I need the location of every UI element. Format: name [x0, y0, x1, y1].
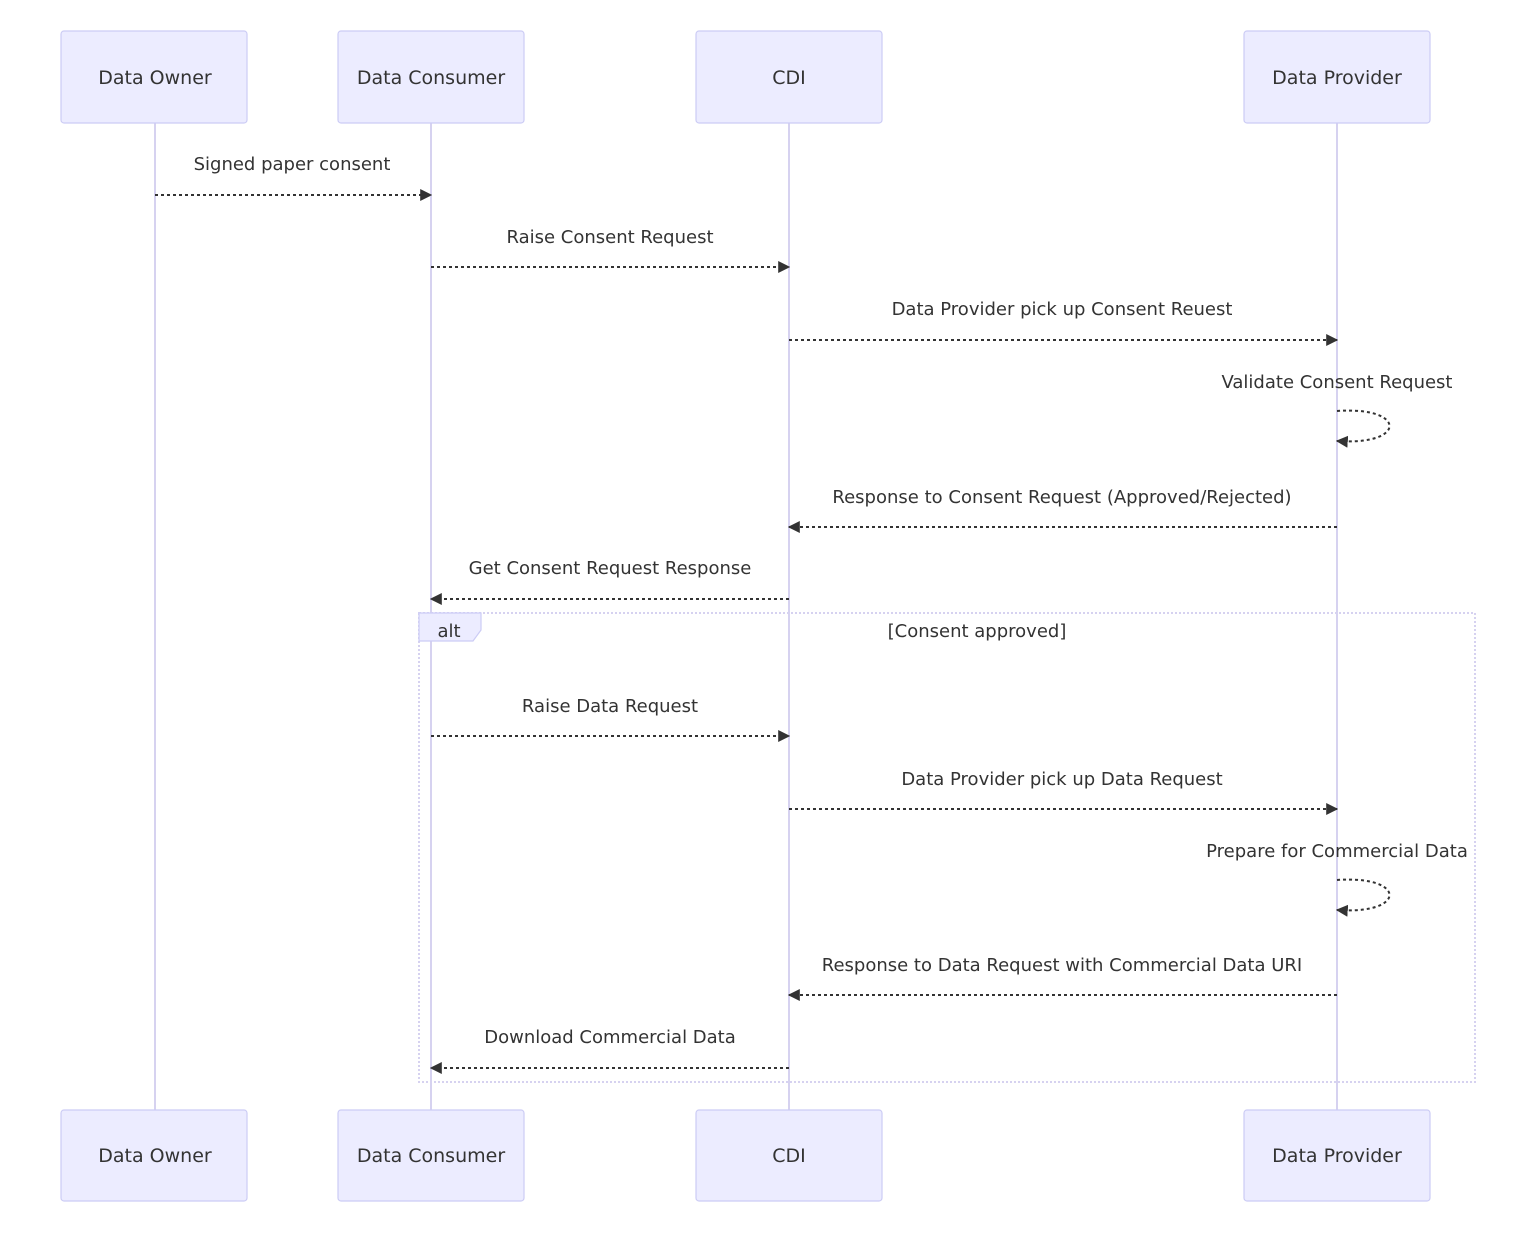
message-get-consent-response[interactable]: Get Consent Request Response: [429, 558, 789, 605]
messages: Signed paper consent Raise Consent Reque…: [155, 154, 1468, 1074]
alt-condition: [Consent approved]: [888, 621, 1067, 642]
actor-label: Data Owner: [98, 67, 212, 89]
message-raise-consent-request[interactable]: Raise Consent Request: [431, 227, 791, 273]
message-prepare-commercial-data[interactable]: Prepare for Commercial Data: [1206, 841, 1468, 917]
actor-label: Data Provider: [1272, 67, 1402, 89]
actor-data-consumer-top[interactable]: Data Consumer: [337, 30, 525, 124]
message-label: Download Commercial Data: [484, 1027, 736, 1048]
lifelines: [154, 123, 1338, 1110]
actor-data-provider-top[interactable]: Data Provider: [1243, 30, 1431, 124]
alt-frame: alt [Consent approved]: [418, 612, 1476, 1083]
actor-data-provider-bottom[interactable]: Data Provider: [1243, 1109, 1431, 1202]
actors-bottom: Data Owner Data Consumer CDI Data Provid…: [60, 1109, 1431, 1202]
actor-label: Data Provider: [1272, 1145, 1402, 1167]
actor-label: Data Consumer: [357, 67, 505, 89]
message-consent-response[interactable]: Response to Consent Request (Approved/Re…: [787, 487, 1337, 533]
message-label: Validate Consent Request: [1221, 372, 1452, 393]
message-label: Raise Consent Request: [506, 227, 713, 248]
message-raise-data-request[interactable]: Raise Data Request: [431, 696, 791, 742]
alt-tab: [418, 612, 482, 642]
actors-top: Data Owner Data Consumer CDI Data Provid…: [60, 30, 1431, 124]
actor-label: CDI: [772, 1145, 806, 1167]
message-label: Raise Data Request: [522, 696, 698, 717]
message-provider-pickup-data[interactable]: Data Provider pick up Data Request: [789, 769, 1339, 815]
message-data-response-uri[interactable]: Response to Data Request with Commercial…: [787, 955, 1337, 1001]
message-label: Get Consent Request Response: [469, 558, 752, 579]
actor-cdi-bottom[interactable]: CDI: [695, 1109, 883, 1202]
actor-label: Data Owner: [98, 1145, 212, 1167]
message-provider-pickup-consent[interactable]: Data Provider pick up Consent Reuest: [789, 299, 1339, 346]
self-loop-arrow: [1335, 409, 1391, 448]
actor-label: Data Consumer: [357, 1145, 505, 1167]
actor-data-consumer-bottom[interactable]: Data Consumer: [337, 1109, 525, 1202]
self-loop-arrow: [1335, 878, 1391, 917]
alt-frame-border: [418, 612, 1476, 1083]
alt-keyword: alt: [437, 621, 460, 642]
message-label: Data Provider pick up Data Request: [901, 769, 1222, 790]
actor-cdi-top[interactable]: CDI: [695, 30, 883, 124]
message-download-commercial-data[interactable]: Download Commercial Data: [429, 1027, 789, 1074]
actor-data-owner-bottom[interactable]: Data Owner: [60, 1109, 248, 1202]
message-label: Response to Consent Request (Approved/Re…: [832, 487, 1291, 508]
message-validate-consent[interactable]: Validate Consent Request: [1221, 372, 1453, 448]
message-label: Prepare for Commercial Data: [1206, 841, 1468, 862]
message-signed-paper-consent[interactable]: Signed paper consent: [155, 154, 433, 201]
message-label: Response to Data Request with Commercial…: [822, 955, 1302, 976]
actor-data-owner-top[interactable]: Data Owner: [60, 30, 248, 124]
actor-label: CDI: [772, 67, 806, 89]
message-label: Data Provider pick up Consent Reuest: [892, 299, 1233, 320]
message-label: Signed paper consent: [194, 154, 391, 175]
